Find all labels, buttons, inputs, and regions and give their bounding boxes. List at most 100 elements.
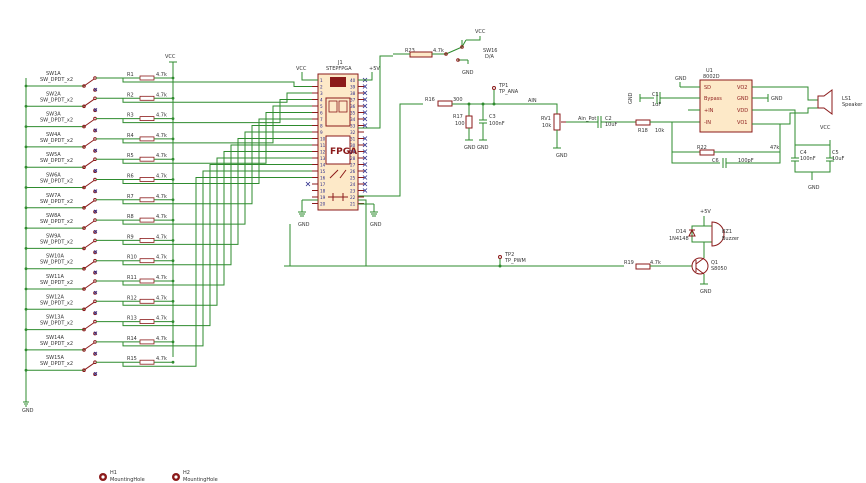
fpga-pin-right: 24 [350, 182, 356, 187]
switch-ref: SW10A [46, 254, 64, 260]
svg-text:1N4148: 1N4148 [669, 236, 689, 242]
fpga-pin-right: 37 [350, 97, 356, 102]
svg-text:VCC: VCC [296, 66, 307, 72]
fpga-pin-right: 23 [350, 188, 356, 193]
switch-ref: SW6A [46, 173, 61, 179]
fpga-pin-right: 26 [350, 169, 356, 174]
resistor-value: 4.7k [156, 275, 167, 281]
switch-ref: SW7A [46, 193, 61, 199]
switch-ref: SW14A [46, 335, 64, 341]
svg-text:MountingHole: MountingHole [183, 477, 218, 483]
resistor-value: 4.7k [156, 113, 167, 119]
fpga-pin-right: 25 [350, 175, 356, 180]
fpga-pin-right: 27 [350, 162, 356, 167]
svg-text:100nF: 100nF [489, 121, 505, 127]
svg-text:VDD: VDD [737, 108, 748, 114]
switch-value: SW_DPDT_x2 [40, 138, 73, 144]
svg-text:MountingHole: MountingHole [110, 477, 145, 483]
fpga-pin-right: 38 [350, 91, 356, 96]
svg-text:C1: C1 [652, 92, 659, 98]
svg-text:R22: R22 [697, 145, 707, 151]
fpga-pin-left: 8 [320, 123, 323, 128]
resistor-ref: R10 [127, 255, 137, 261]
svg-text:GND: GND [22, 408, 34, 414]
svg-text:TP_PWM: TP_PWM [504, 258, 526, 264]
switch-value: SW_DPDT_x2 [40, 199, 73, 205]
switch-ref: SW4A [46, 132, 61, 138]
fpga-pin-right: 33 [350, 123, 356, 128]
svg-text:8002D: 8002D [703, 74, 720, 80]
fpga-pin-left: 2 [320, 84, 323, 89]
svg-text:10k: 10k [542, 123, 551, 129]
svg-text:VO1: VO1 [737, 120, 747, 126]
switch-value: SW_DPDT_x2 [40, 158, 73, 164]
switch-value: SW_DPDT_x2 [40, 280, 73, 286]
fpga-pin-right: 21 [350, 201, 356, 206]
resistor-value: 4.7k [156, 153, 167, 159]
switch-ref: SW1A [46, 71, 61, 77]
fpga-pin-left: 5 [320, 104, 323, 109]
analog-input: R16 300 TP1 TP_ANA AIN R17 100 GND C3 10… [358, 83, 700, 197]
switch-ref: SW8A [46, 213, 61, 219]
resistor-value: 4.7k [156, 255, 167, 261]
svg-text:R17: R17 [453, 114, 463, 120]
svg-text:D14: D14 [676, 229, 686, 235]
svg-text:VCC: VCC [165, 54, 176, 60]
fpga-pin-left: 4 [320, 97, 323, 102]
fpga-pin-left: 18 [320, 188, 326, 193]
fpga-pin-right: 40 [350, 78, 356, 83]
switch-value: SW_DPDT_x2 [40, 341, 73, 347]
switch-ref: SW11A [46, 274, 64, 280]
left-vcc-rail: VCC [165, 54, 177, 357]
svg-text:C3: C3 [489, 114, 496, 120]
switch-ref: SW3A [46, 112, 61, 118]
svg-text:U1: U1 [706, 68, 713, 74]
resistor-ref: R2 [127, 92, 134, 98]
fpga-pin-right: 39 [350, 84, 356, 89]
svg-text:SD: SD [704, 85, 711, 91]
resistor-value: 4.7k [156, 295, 167, 301]
switch-value: SW_DPDT_x2 [40, 361, 73, 367]
resistor-ref: R11 [127, 275, 137, 281]
svg-text:LS1: LS1 [842, 96, 851, 102]
resistor-ref: R12 [127, 295, 137, 301]
svg-text:1uF: 1uF [652, 102, 661, 108]
fpga-pin-right: 30 [350, 143, 356, 148]
resistor-value: 4.7k [156, 234, 167, 240]
svg-text:Buzzer: Buzzer [722, 236, 740, 242]
svg-text:C5: C5 [832, 150, 839, 156]
switch-ref: SW12A [46, 294, 64, 300]
svg-text:GND: GND [477, 145, 489, 151]
svg-text:10uF: 10uF [605, 122, 618, 128]
pwm-buzzer: TP2 TP_PWM R19 4.7k Q1 S8050 GND +5V D14… [284, 199, 740, 295]
svg-text:S8050: S8050 [711, 266, 727, 272]
svg-text:GND: GND [370, 222, 382, 228]
resistor-ref: R8 [127, 214, 134, 220]
fpga-pin-left: 15 [320, 169, 326, 174]
mounting-hole-h1: H1 MountingHole [99, 470, 145, 483]
resistor-ref: R5 [127, 153, 134, 159]
svg-text:TP2: TP2 [504, 252, 514, 258]
resistor-ref: R1 [127, 72, 134, 78]
fpga-pin-left: 19 [320, 195, 326, 200]
switch-value: SW_DPDT_x2 [40, 77, 73, 83]
resistor-value: 4.7k [156, 174, 167, 180]
svg-text:10k: 10k [655, 128, 664, 134]
svg-text:Ain_Pot: Ain_Pot [578, 116, 596, 122]
svg-text:GND: GND [808, 185, 820, 191]
resistor-value: 4.7k [156, 356, 167, 362]
svg-text:BZ1: BZ1 [722, 229, 732, 235]
fpga-pin-right: 36 [350, 104, 356, 109]
svg-text:-IN: -IN [704, 120, 711, 126]
fpga-pin-left: 7 [320, 117, 323, 122]
